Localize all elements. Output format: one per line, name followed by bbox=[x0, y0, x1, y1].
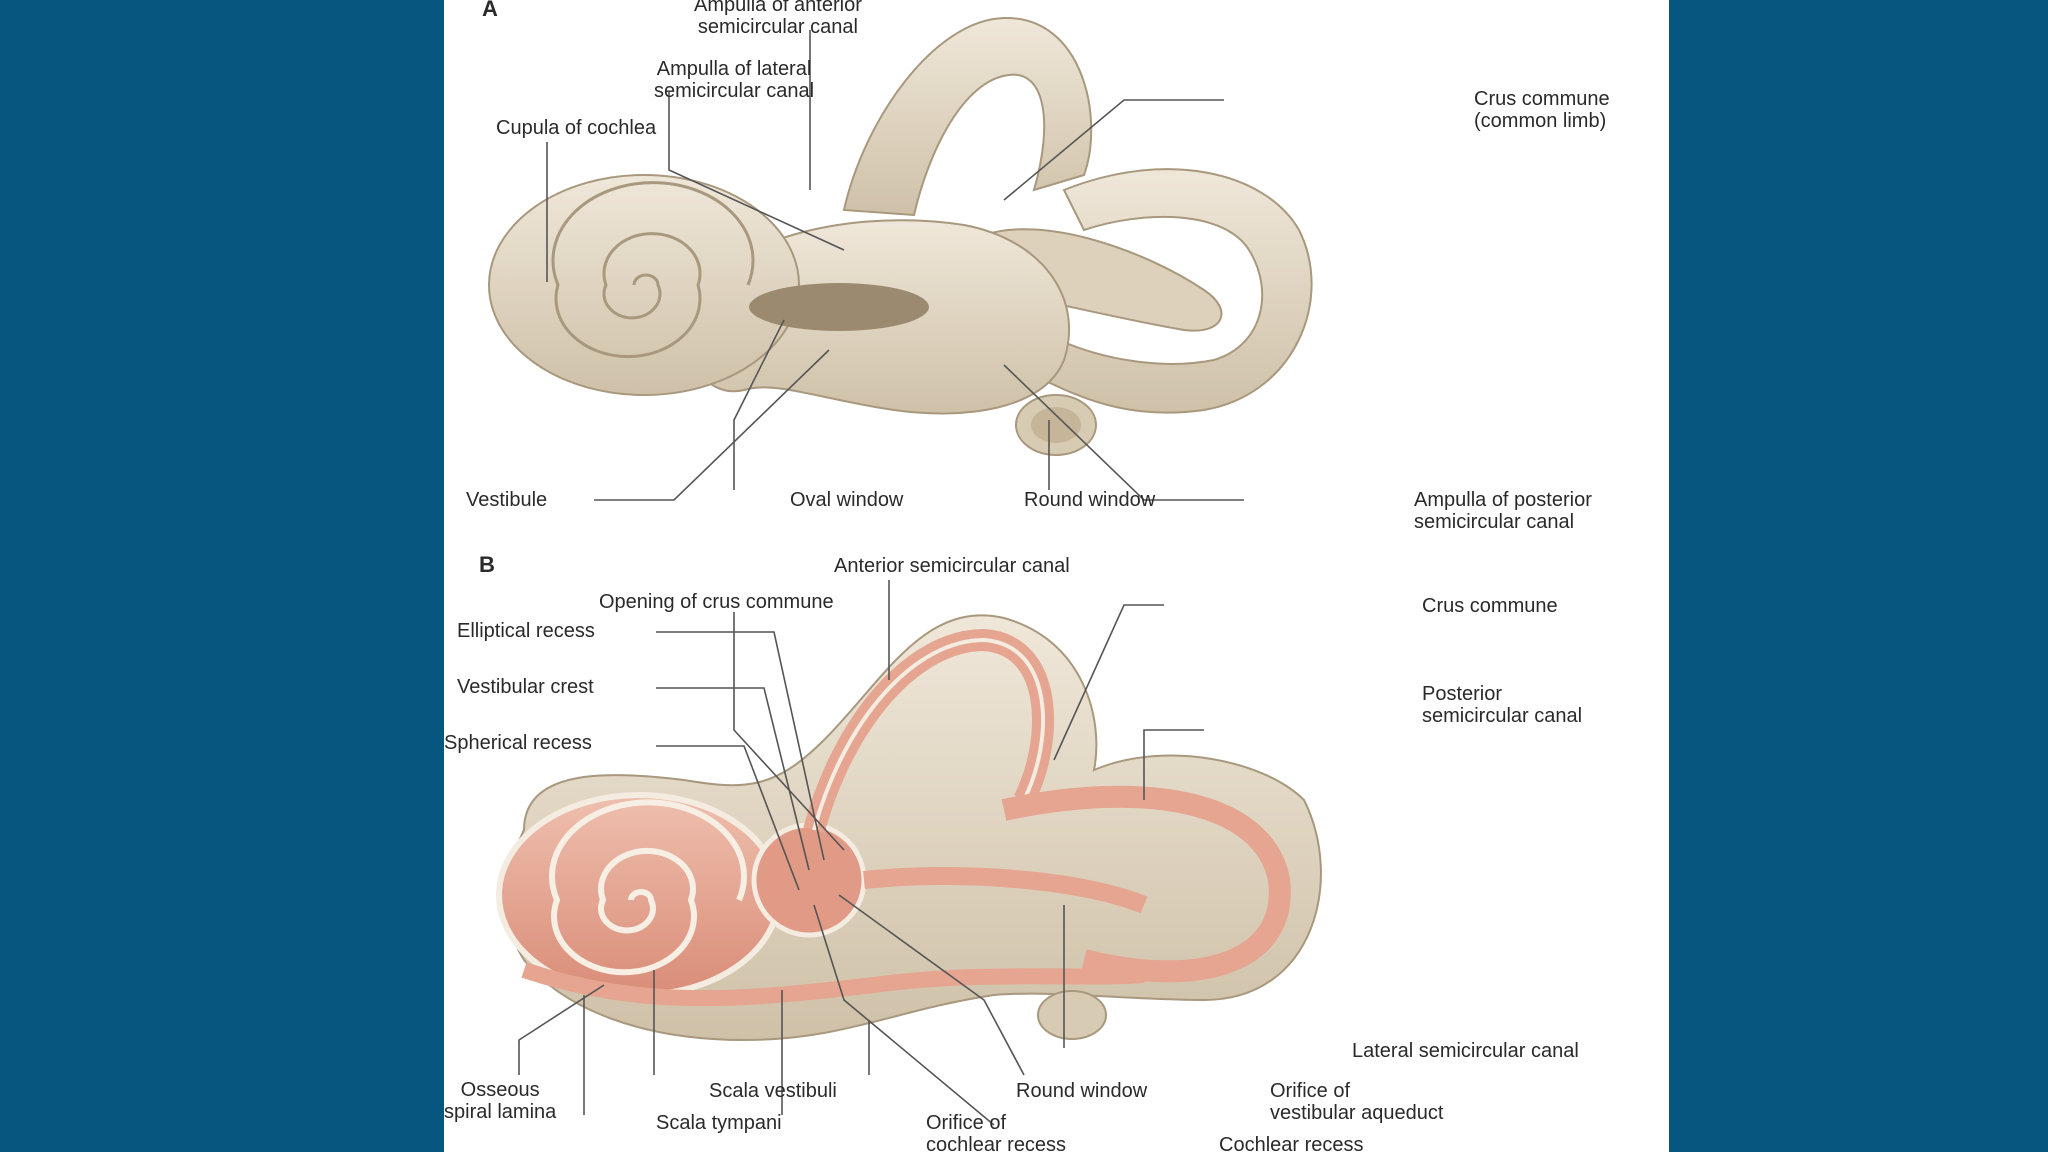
label-opening-of-crus-commune: Opening of crus commune bbox=[599, 591, 834, 613]
label-spherical-recess: Spherical recess bbox=[444, 732, 592, 754]
label-ampulla-posterior: Ampulla of posterior semicircular canal bbox=[1414, 489, 1592, 533]
label-vestibule: Vestibule bbox=[466, 489, 548, 511]
posterior-canal-b bbox=[1001, 785, 1291, 983]
cochlea-spiral-a bbox=[551, 181, 755, 359]
label-cupula-of-cochlea: Cupula of cochlea bbox=[496, 117, 657, 139]
label-oval-window: Oval window bbox=[790, 489, 904, 511]
label-ampulla-anterior: Ampulla of anterior semicircular canal bbox=[694, 0, 862, 38]
label-orifice-vestibular-aqueduct: Orifice of vestibular aqueduct bbox=[1270, 1080, 1444, 1124]
label-round-window-a: Round window bbox=[1024, 489, 1156, 511]
label-elliptical-recess: Elliptical recess bbox=[457, 620, 595, 642]
label-cochlear-recess: Cochlear recess bbox=[1219, 1134, 1364, 1152]
cochlea-a bbox=[488, 174, 800, 396]
panel-letter-a: A bbox=[482, 0, 498, 21]
label-lateral-semicircular-canal: Lateral semicircular canal bbox=[1352, 1040, 1579, 1062]
label-posterior-semicircular-canal: Posterior semicircular canal bbox=[1422, 683, 1583, 727]
lateral-canal-b bbox=[863, 867, 1148, 914]
posterior-canal-a bbox=[1042, 168, 1313, 414]
panel-a-leaders bbox=[546, 30, 1244, 501]
oval-window-a bbox=[749, 283, 929, 331]
label-scala-tympani: Scala tympani bbox=[656, 1112, 782, 1134]
label-crus-commune-a: Crus commune (common limb) bbox=[1474, 88, 1610, 132]
panel-b-labyrinth bbox=[496, 614, 1322, 1042]
label-round-window-b: Round window bbox=[1016, 1080, 1148, 1102]
panel-letter-b: B bbox=[479, 552, 495, 577]
label-orifice-cochlear-recess: Orifice of cochlear recess bbox=[926, 1112, 1067, 1152]
label-ampulla-lateral: Ampulla of lateral semicircular canal bbox=[654, 58, 815, 102]
label-anterior-semicircular-canal: Anterior semicircular canal bbox=[834, 555, 1070, 577]
label-vestibular-crest: Vestibular crest bbox=[457, 676, 594, 698]
label-osseous-spiral-lamina: Osseous spiral lamina bbox=[444, 1079, 557, 1123]
label-scala-vestibuli: Scala vestibuli bbox=[709, 1080, 837, 1102]
round-window-b bbox=[1037, 990, 1107, 1040]
cochlea-spiral-b bbox=[549, 799, 747, 976]
panel-b-leaders bbox=[518, 580, 1204, 1126]
vestibule-b bbox=[751, 822, 867, 938]
panel-a-labyrinth bbox=[488, 16, 1313, 456]
diagram-panel: A B Ampulla of anterior semicircular can… bbox=[444, 0, 1669, 1152]
inner-ear-illustration bbox=[488, 16, 1322, 1126]
label-crus-commune-b: Crus commune bbox=[1422, 595, 1558, 617]
anterior-canal-a bbox=[842, 16, 1093, 217]
